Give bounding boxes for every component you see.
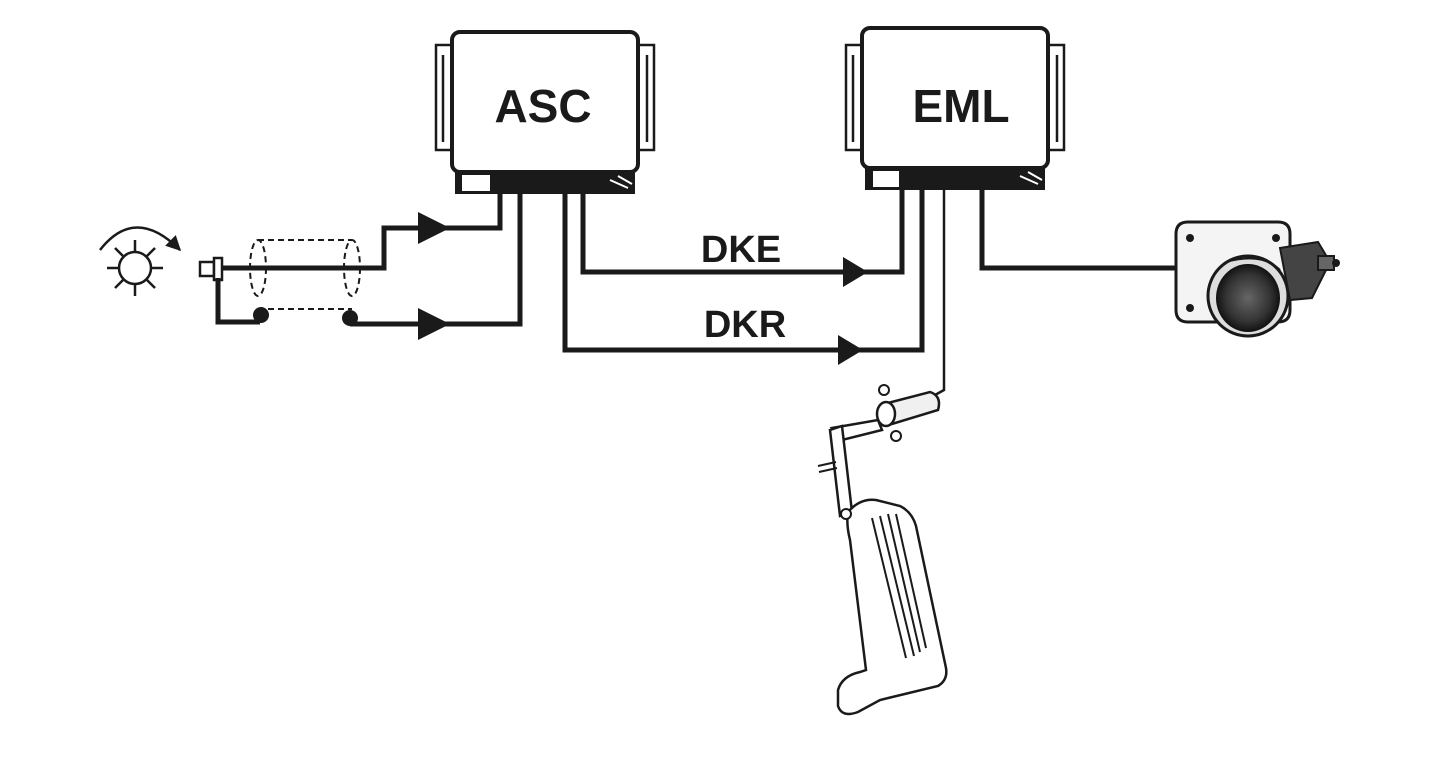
arrow-head [418, 212, 450, 244]
asc-module: ASC [434, 30, 656, 194]
dke-label: DKE [701, 229, 781, 271]
signal-wiring [562, 190, 1180, 397]
throttle-body-icon [1174, 220, 1340, 338]
wheel-speed-sensor-icon [99, 226, 224, 296]
eml-module: EML [844, 26, 1066, 190]
dke-arrow [843, 257, 868, 287]
eml-label: EML [912, 80, 1009, 132]
sensor-wiring [215, 194, 523, 340]
arrow-head [418, 308, 450, 340]
dkr-arrow [838, 335, 863, 365]
shielded-cable [249, 239, 361, 326]
accelerator-pedal-icon [817, 384, 948, 716]
asc-label: ASC [494, 80, 591, 132]
dkr-label: DKR [704, 304, 786, 346]
